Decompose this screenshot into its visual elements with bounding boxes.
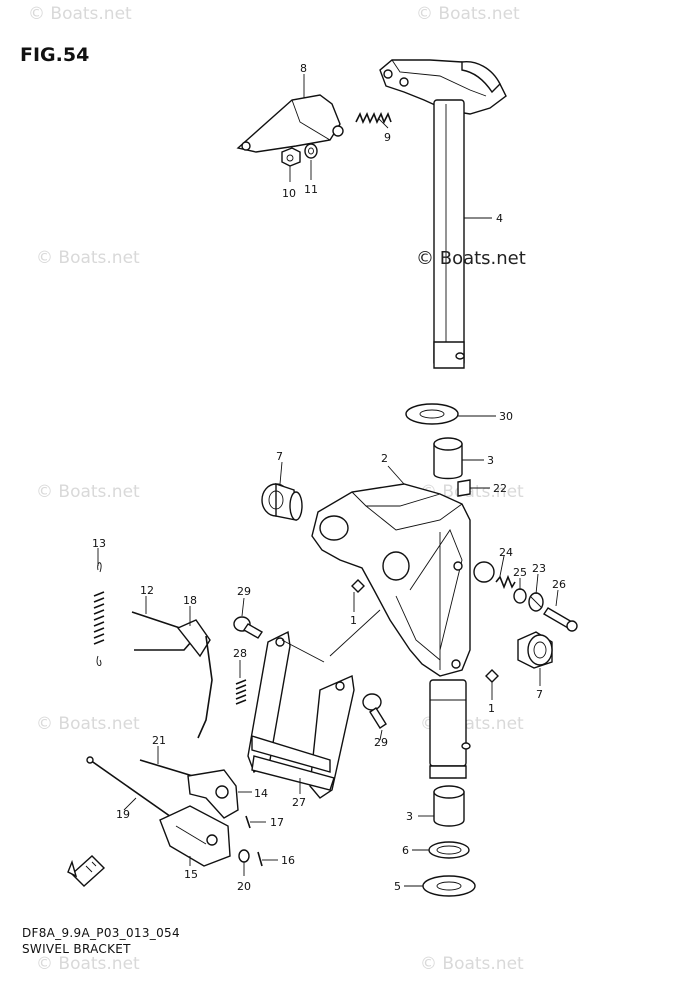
part-19-rod [86, 756, 185, 827]
callout-2: 2 [381, 452, 388, 465]
part-23-collar [528, 592, 544, 612]
callout-labels: 8 9 10 11 4 30 3 22 2 7 24 25 23 26 1 1 … [92, 62, 566, 893]
callout-9: 9 [384, 131, 391, 144]
callout-27: 27 [292, 796, 306, 809]
part-9-spring [355, 112, 392, 124]
callout-17: 17 [270, 816, 284, 829]
part-7-bushing-left [261, 483, 303, 521]
part-29-bolt-lower [362, 693, 387, 729]
part-5-washer [422, 875, 476, 897]
callout-5: 5 [394, 880, 401, 893]
part-17-pin [245, 815, 251, 829]
part-29-bolt-upper [233, 616, 263, 639]
watermark: © Boats.net [420, 954, 524, 974]
callout-20: 20 [237, 880, 251, 893]
watermark: © Boats.net [28, 4, 132, 24]
part-18-lever [176, 619, 213, 739]
forward-arrow-icon [67, 855, 106, 887]
part-24-spring [495, 574, 516, 590]
part-15-bracket [159, 805, 231, 867]
callout-3-upper: 3 [487, 454, 494, 467]
part-3-bushing-upper [433, 437, 463, 480]
part-13-spring [93, 562, 105, 666]
figure-code: DF8A_9.9A_P03_013_054 [22, 926, 180, 940]
callout-13: 13 [92, 537, 106, 550]
callout-25: 25 [513, 566, 527, 579]
callout-7-right: 7 [536, 688, 543, 701]
part-2-swivel-bracket [311, 483, 471, 677]
part-10-nut [281, 147, 301, 167]
callout-1-b: 1 [488, 702, 495, 715]
watermark: © Boats.net [416, 4, 520, 24]
callout-11: 11 [304, 183, 318, 196]
callout-15: 15 [184, 868, 198, 881]
callout-24: 24 [499, 546, 513, 559]
callout-21: 21 [152, 734, 166, 747]
part-4-steering-shaft [379, 59, 507, 369]
watermark-main: © Boats.net [416, 248, 526, 269]
callout-4: 4 [496, 212, 503, 225]
callout-6: 6 [402, 844, 409, 857]
callout-29-upper: 29 [237, 585, 251, 598]
callout-29-lower: 29 [374, 736, 388, 749]
leader-lines [97, 74, 559, 887]
part-6-washer [428, 841, 470, 859]
callout-19: 19 [116, 808, 130, 821]
callout-12: 12 [140, 584, 154, 597]
watermark: © Boats.net [36, 248, 140, 268]
part-27-tilt-lock-lever [247, 630, 355, 799]
callout-7-left: 7 [276, 450, 283, 463]
part-3-bushing-lower [433, 785, 465, 827]
callout-1-a: 1 [350, 614, 357, 627]
part-rest-cap [473, 561, 495, 583]
figure-title: FIG.54 [20, 44, 90, 66]
part-25-washer [513, 588, 527, 604]
swivel-tube-lower [429, 679, 471, 779]
part-1-grease-fitting-b [485, 669, 499, 683]
part-26-bolt [543, 607, 578, 632]
watermark: © Boats.net [36, 714, 140, 734]
part-20-washer [238, 849, 250, 863]
callout-8: 8 [300, 62, 307, 75]
callout-16: 16 [281, 854, 295, 867]
watermark: © Boats.net [36, 482, 140, 502]
part-7-bushing-right [517, 631, 553, 669]
part-16-pin [257, 851, 263, 867]
callout-28: 28 [233, 647, 247, 660]
callout-22: 22 [493, 482, 507, 495]
figure-name: SWIVEL BRACKET [22, 942, 131, 956]
part-28-spring [235, 679, 247, 705]
callout-30: 30 [499, 410, 513, 423]
callout-3-lower: 3 [406, 810, 413, 823]
part-14-lever [187, 769, 239, 819]
callout-26: 26 [552, 578, 566, 591]
part-1-grease-fitting-a [351, 579, 365, 593]
part-22-pad [457, 479, 471, 497]
part-11-washer [304, 143, 318, 159]
callout-14: 14 [254, 787, 268, 800]
part-8-bracket-plate [236, 94, 344, 153]
part-30-washer [405, 403, 459, 425]
callout-23: 23 [532, 562, 546, 575]
watermark: © Boats.net [36, 954, 140, 974]
callout-18: 18 [183, 594, 197, 607]
callout-10: 10 [282, 187, 296, 200]
